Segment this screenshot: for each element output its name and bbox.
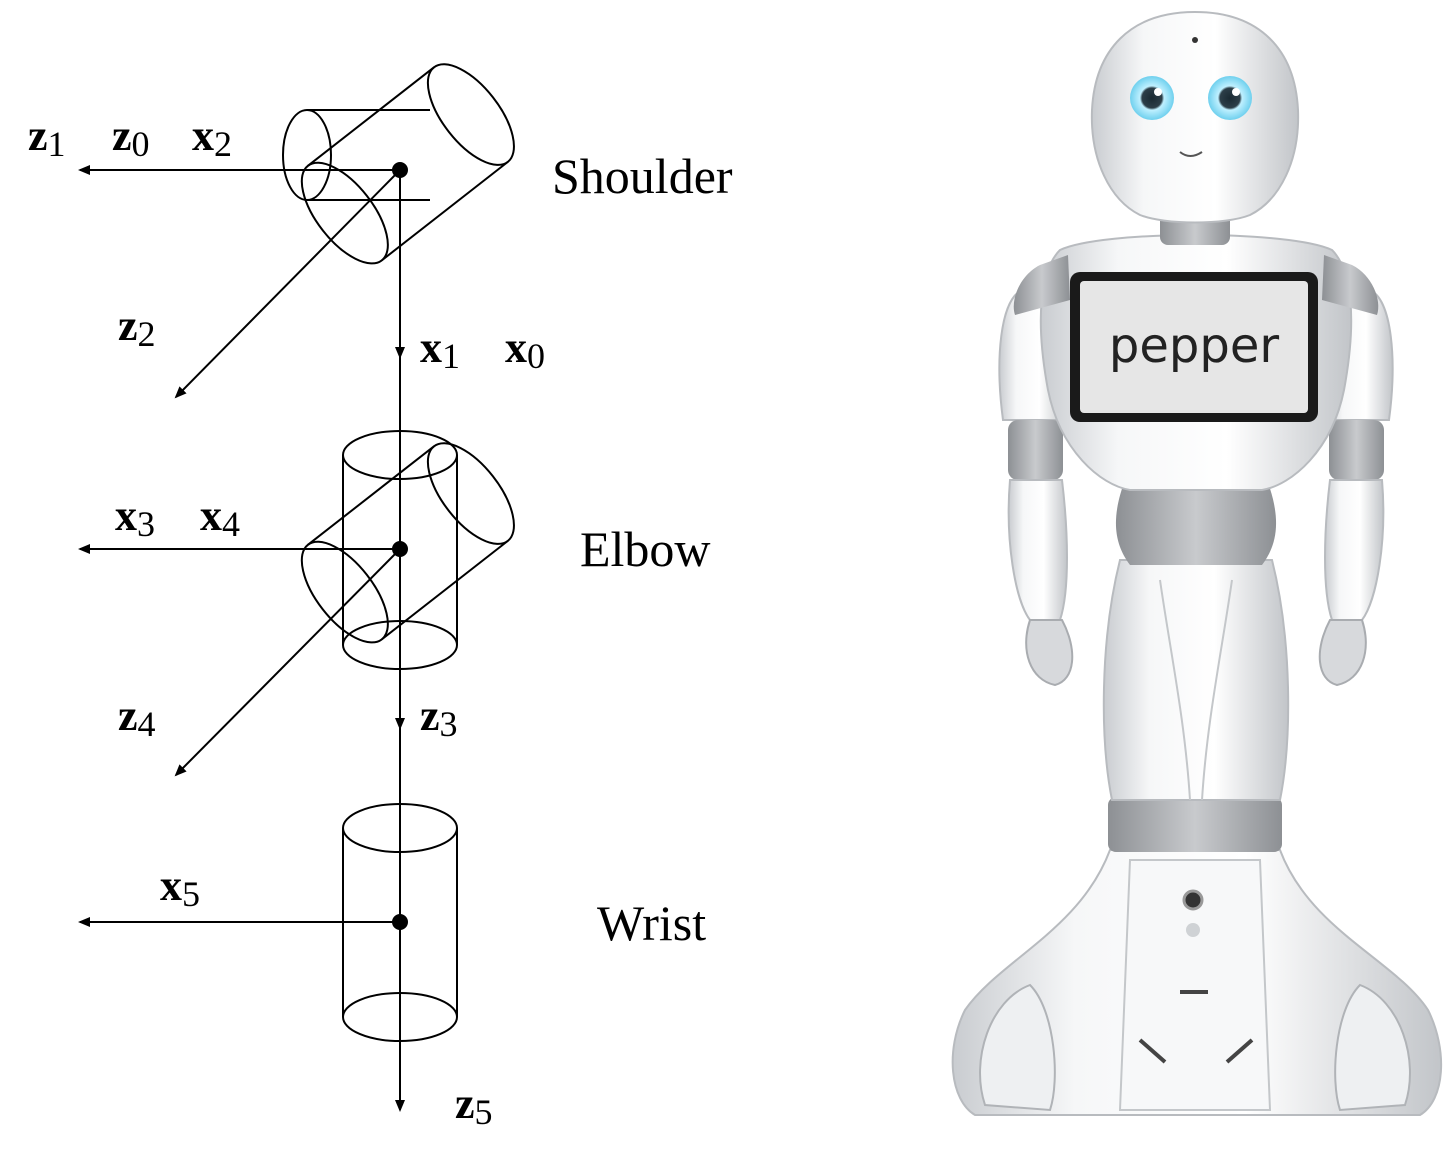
label-x4: x4 [200, 491, 240, 544]
joint-label-wrist: Wrist [597, 895, 706, 951]
robot-shoulder-left [1013, 255, 1070, 315]
pepper-robot-image: pepper [951, 10, 1443, 1116]
label-x3: x3 [115, 491, 155, 544]
shoulder-z2-arrow [174, 169, 401, 399]
robot-base-left-panel [979, 983, 1056, 1112]
joint-label-shoulder: Shoulder [552, 148, 733, 204]
axis-labels: z1 z0 x2 z2 x1 x0 x3 x4 z4 z3 x5 z5 [28, 111, 545, 1132]
pepper-logo: pepper [1109, 318, 1279, 374]
kinematic-chain [78, 63, 515, 1112]
shoulder-joint [78, 63, 515, 399]
robot-leg [1102, 559, 1290, 801]
label-z4: z4 [118, 691, 156, 744]
shoulder-origin [392, 162, 408, 178]
wrist-joint [78, 803, 458, 1042]
label-z3: z3 [420, 691, 458, 744]
robot-left-eye [1130, 76, 1174, 120]
label-x1: x1 [420, 323, 460, 376]
shoulder-cylinder-b [300, 63, 515, 265]
robot-shoulder-right [1322, 255, 1379, 315]
elbow-origin [392, 541, 408, 557]
robot-base-right-panel [1334, 983, 1411, 1112]
joint-label-elbow: Elbow [580, 521, 711, 577]
wrist-origin [392, 914, 408, 930]
elbow-cylinder-b [300, 442, 515, 644]
elbow-joint [78, 430, 515, 777]
label-x0: x0 [505, 323, 545, 376]
elbow-z4-arrow [174, 548, 401, 777]
shoulder-cylinder-a-body [307, 109, 430, 201]
label-z5: z5 [455, 1079, 493, 1132]
label-z0: z0 [112, 111, 150, 164]
robot-right-eye [1208, 76, 1252, 120]
shoulder-cylinder-a-end1 [282, 109, 332, 201]
robot-sensor-bottom [1186, 923, 1200, 937]
robot-waist [1115, 480, 1277, 565]
robot-sensor-top [1182, 889, 1204, 911]
robot-belt [1108, 797, 1282, 852]
label-x2: x2 [192, 111, 232, 164]
robot-mouth [1179, 151, 1203, 157]
label-z1: z1 [28, 111, 66, 164]
label-z2: z2 [118, 301, 156, 354]
label-x5: x5 [160, 861, 200, 914]
robot-head [1090, 10, 1300, 224]
robot-base-center-panel [1118, 859, 1272, 1111]
